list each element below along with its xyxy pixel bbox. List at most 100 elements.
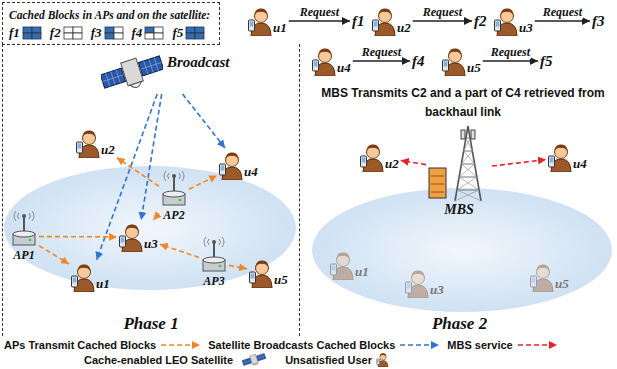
file-label: f5	[540, 52, 553, 70]
file-name: f2	[474, 13, 487, 29]
cached-block-icon	[105, 27, 123, 39]
satellite-label: Broadcast	[167, 54, 230, 71]
user-node: u5	[249, 258, 288, 288]
legend-item: Cache-enabled LEO Satellite	[84, 352, 271, 367]
file-name: f1	[352, 13, 365, 29]
user-icon	[443, 48, 466, 76]
file-name: f1	[9, 25, 20, 41]
legend: APs Transmit Cached Blocks Satellite Broa…	[4, 337, 613, 367]
legend-text: Cache-enabled LEO Satellite	[84, 354, 233, 366]
user-node: u5	[530, 262, 569, 292]
user-node: u2	[360, 142, 399, 172]
file-name: f3	[91, 25, 102, 41]
user-icon	[495, 8, 518, 36]
satellite-icon	[101, 52, 163, 92]
transmission-arrow	[39, 236, 117, 238]
user-label: u5	[555, 276, 569, 292]
file-name: f5	[540, 53, 553, 69]
legend-text: Satellite Broadcasts Cached Blocks	[208, 339, 395, 351]
edge-label-text: Request	[299, 5, 340, 19]
user-label: u3	[144, 236, 158, 252]
cached-block-icon	[23, 27, 41, 39]
user-label: u5	[274, 272, 288, 288]
edge-label: Request	[490, 42, 531, 60]
transmission-arrow	[183, 94, 225, 148]
user-icon	[72, 264, 95, 292]
transmission-arrow	[153, 214, 159, 220]
edge-label: Request	[422, 2, 463, 20]
access-point-label: AP1	[13, 248, 34, 263]
file-name: f2	[50, 25, 61, 41]
transmission-arrow	[141, 94, 162, 220]
transmission-arrow	[401, 160, 426, 164]
file-label: f3	[592, 12, 605, 30]
legend-item: Unsatisfied User	[285, 352, 389, 367]
user-label: u2	[101, 142, 115, 158]
macro-base-station: MBS	[428, 122, 490, 218]
access-point-label: AP2	[163, 208, 184, 223]
user-label: u4	[573, 156, 587, 172]
base-station-label: MBS	[444, 202, 474, 218]
transmission-arrow	[39, 246, 69, 264]
access-point: AP2	[161, 170, 187, 223]
user-icon	[531, 264, 554, 292]
access-point: AP1	[11, 210, 37, 263]
phase-title: Phase 2	[432, 314, 487, 333]
user-node: u3	[405, 268, 444, 298]
user-icon	[313, 48, 336, 76]
phase-panel: Phase 1BroadcastAP1AP2AP3u1u2u3u4u5	[2, 44, 300, 336]
edge-label-text: Request	[422, 5, 463, 19]
satellite-icon	[242, 352, 267, 367]
user-node: u1	[71, 262, 110, 292]
user-node: u3	[119, 222, 158, 252]
user-icon	[549, 144, 572, 172]
legend-item: Satellite Broadcasts Cached Blocks	[208, 339, 441, 351]
file-label: f4	[412, 52, 425, 70]
transmission-arrow	[117, 158, 159, 187]
legend-item: MBS service	[447, 339, 558, 351]
user-node: u3	[494, 6, 533, 36]
user-icon	[377, 353, 388, 367]
legend-item: APs Transmit Cached Blocks	[4, 339, 202, 351]
transmission-arrow	[492, 160, 546, 166]
user-icon	[361, 144, 384, 172]
user-node: u4	[548, 142, 587, 172]
legend-sample-line	[161, 344, 200, 346]
transmission-arrow	[160, 244, 199, 257]
request-arrow	[535, 20, 590, 21]
request-arrow	[289, 20, 350, 21]
user-icon	[220, 152, 243, 180]
legend-text: MBS service	[447, 339, 512, 351]
cached-block-icon	[64, 27, 82, 39]
file-label: f2	[474, 12, 487, 30]
edge-label-text: Request	[361, 45, 402, 59]
user-label: u4	[337, 60, 351, 76]
file-name: f4	[412, 53, 425, 69]
file-name: f5	[172, 25, 183, 41]
user-label: u4	[244, 164, 258, 180]
satellite-node: Broadcast	[101, 52, 230, 92]
legend-text: APs Transmit Cached Blocks	[4, 339, 156, 351]
user-label: u1	[355, 264, 369, 280]
user-icon	[77, 130, 100, 158]
file-name: f4	[132, 25, 143, 41]
edge-label-text: Request	[542, 5, 583, 19]
note-text: MBS Transmits C2 and a part of C4 retrie…	[321, 86, 604, 119]
user-node: u4	[219, 150, 258, 180]
file-name: f3	[592, 13, 605, 29]
file-label: f1	[352, 12, 365, 30]
cached-block-icon	[145, 27, 163, 39]
user-label: u5	[467, 60, 481, 76]
user-label: u2	[397, 20, 411, 36]
user-label: u1	[273, 20, 287, 36]
access-point: AP3	[201, 236, 227, 289]
legend-sample-line	[518, 344, 557, 346]
coverage-ground	[4, 166, 296, 290]
transmission-arrow	[229, 265, 247, 268]
user-label: u3	[519, 20, 533, 36]
legend-sample-line	[400, 344, 439, 346]
user-node: u1	[330, 250, 369, 280]
edge-label: Request	[299, 2, 340, 20]
user-node: u2	[76, 128, 115, 158]
